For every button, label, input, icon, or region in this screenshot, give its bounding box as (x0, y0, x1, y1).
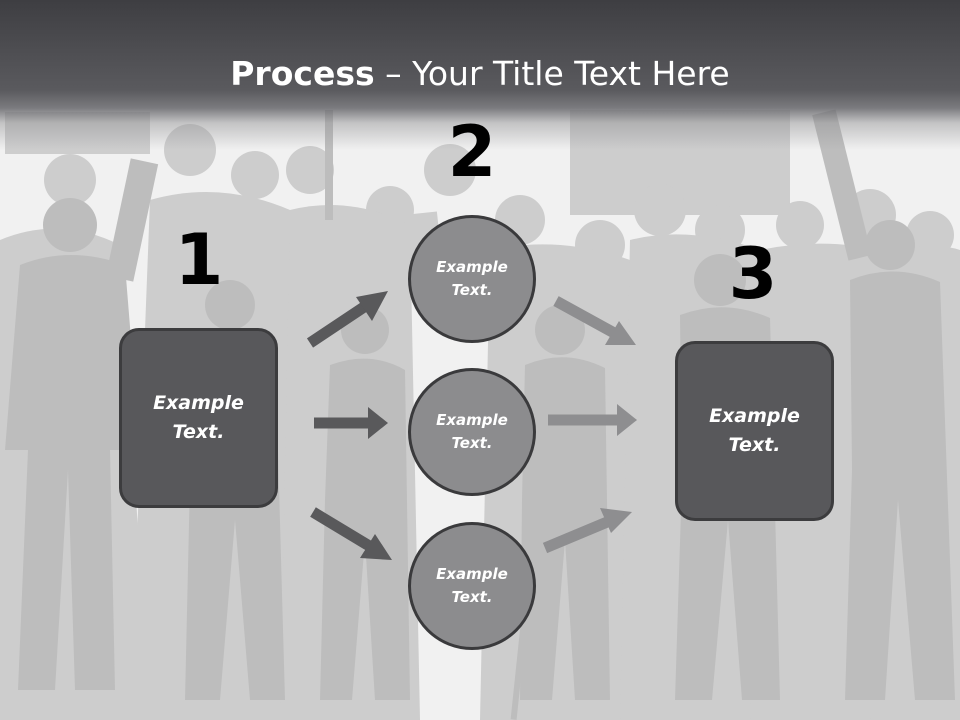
slide-title: Process – Your Title Text Here (0, 52, 960, 96)
slide-title-strong: Process (230, 54, 375, 93)
step-1-box[interactable]: Example Text. (119, 328, 278, 508)
step-2-circle-middle[interactable]: Example Text. (408, 368, 536, 496)
step-2-circle-bottom[interactable]: Example Text. (408, 522, 536, 650)
arrow-left-to-bottom (310, 507, 392, 560)
arrow-bottom-to-right (542, 508, 632, 554)
arrow-middle-to-right (548, 404, 637, 436)
step-3-box-text: Example Text. (709, 405, 800, 456)
step-2-number: 2 (447, 111, 497, 193)
arrow-left-to-middle (314, 407, 388, 439)
circle-top-text: Example Text. (436, 258, 508, 299)
step-3-box[interactable]: Example Text. (675, 341, 834, 521)
step-3-number: 3 (728, 233, 778, 315)
arrow-top-to-right (553, 296, 636, 345)
slide-title-rest: – Your Title Text Here (374, 54, 730, 93)
arrow-left-to-top (306, 291, 388, 348)
step-2-circle-top[interactable]: Example Text. (408, 215, 536, 343)
header-bar (0, 0, 960, 150)
step-1-number: 1 (174, 219, 224, 301)
step-1-box-text: Example Text. (153, 392, 244, 443)
circle-bottom-text: Example Text. (436, 565, 508, 606)
circle-middle-text: Example Text. (436, 411, 508, 452)
